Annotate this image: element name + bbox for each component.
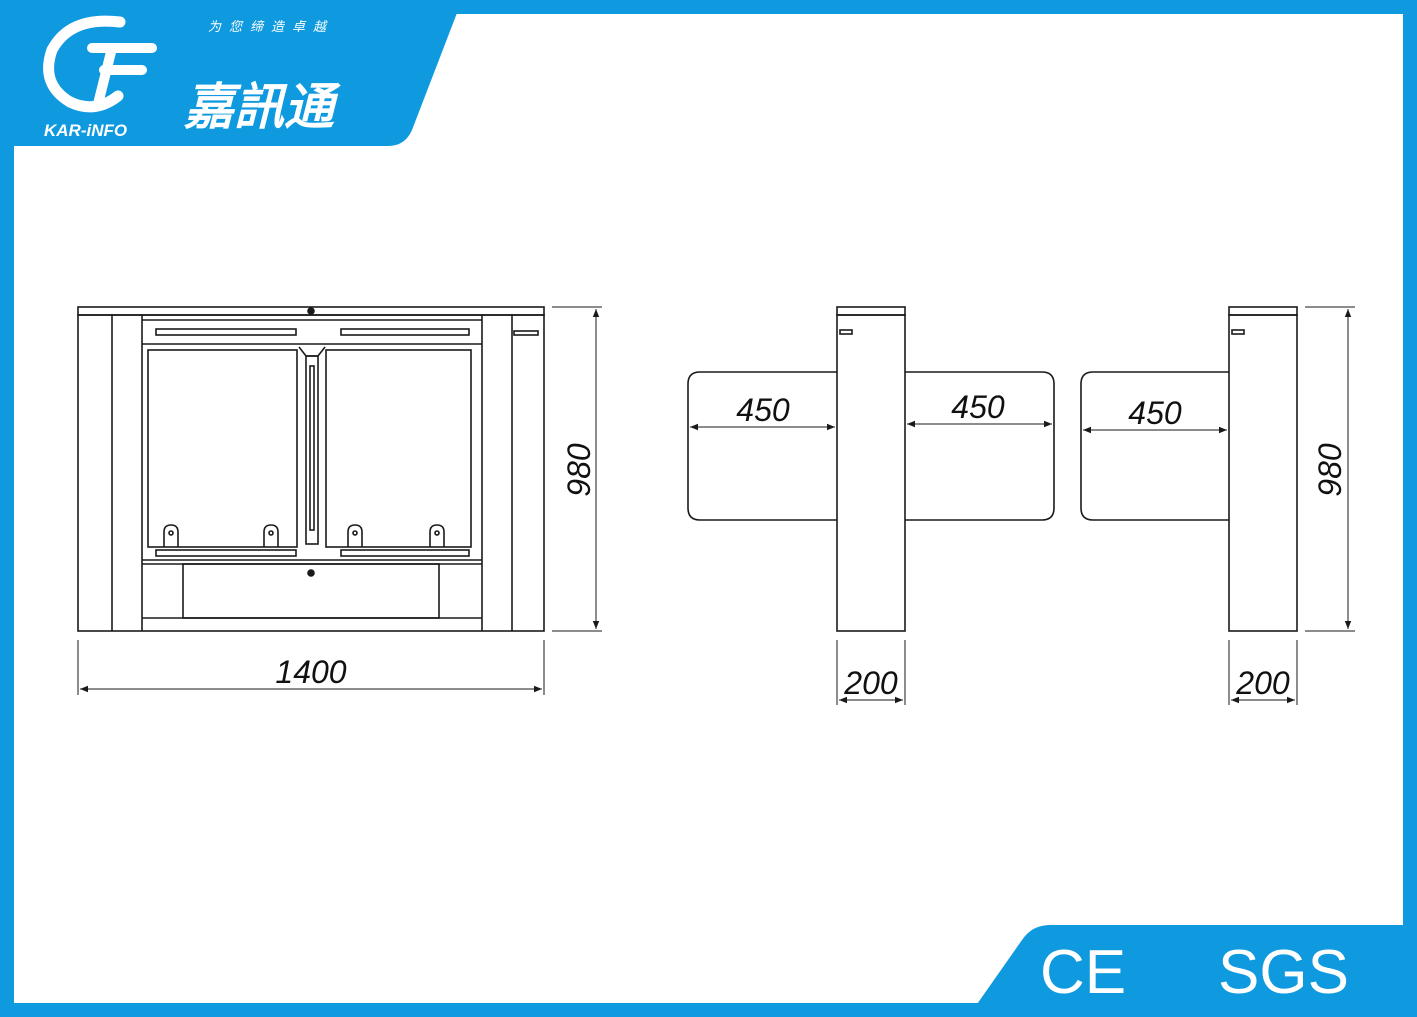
dim-front-height: 980 <box>561 443 597 497</box>
brand-banner: 为您缔造卓越 嘉訊通 KAR-iNFO <box>0 0 462 146</box>
right-view <box>1080 306 1355 705</box>
front-view <box>77 306 602 695</box>
brand-name-en: KAR-iNFO <box>44 121 127 140</box>
dim-mid-wing-left: 450 <box>736 392 790 428</box>
dim-mid-post-width: 200 <box>843 665 898 701</box>
dim-front-width: 1400 <box>275 654 346 690</box>
certification-banner: CE SGS <box>968 925 1417 1017</box>
cf-logo-icon <box>43 15 157 113</box>
ce-mark: CE <box>1040 938 1126 1007</box>
brand-name-cn: 嘉訊通 <box>184 78 341 136</box>
middle-view <box>687 306 1055 705</box>
dim-mid-wing-right: 450 <box>951 389 1005 425</box>
sgs-mark: SGS <box>1218 938 1349 1007</box>
dim-right-post-width: 200 <box>1235 665 1290 701</box>
dim-right-height: 980 <box>1312 443 1348 497</box>
brand-slogan: 为您缔造卓越 <box>208 19 334 35</box>
dim-right-wing: 450 <box>1128 395 1182 431</box>
